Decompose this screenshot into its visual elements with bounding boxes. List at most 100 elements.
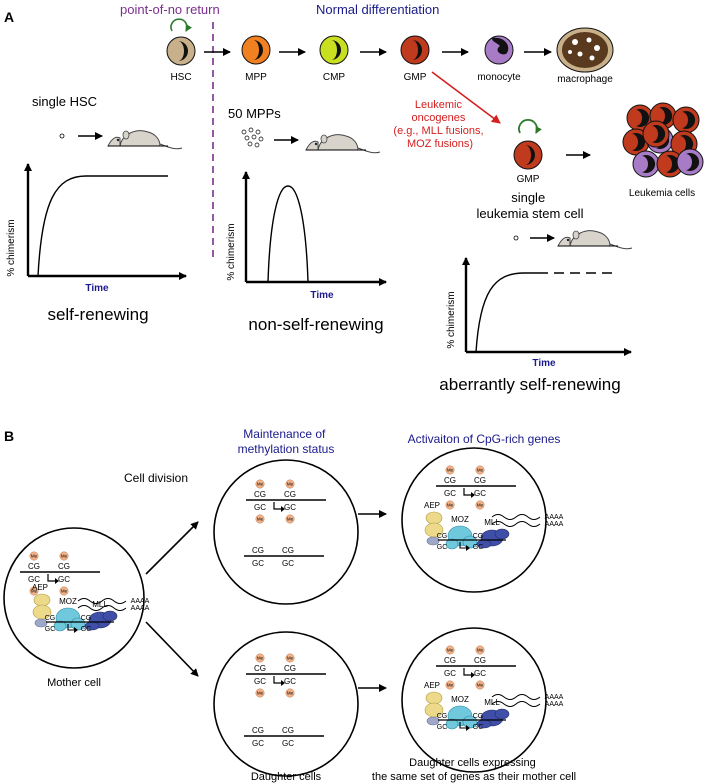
graph-aberrantly-self-renewing: [462, 257, 632, 356]
methyl-label: Me: [477, 468, 484, 473]
polya-label: AAAA: [545, 694, 564, 701]
cg-site: CG: [437, 713, 448, 720]
gc-site: GC: [58, 575, 70, 584]
mother-cell-label: Mother cell: [47, 677, 101, 689]
gc-site: GC: [252, 739, 264, 748]
aep-protein: [33, 593, 51, 607]
polya-label: AAAA: [545, 521, 564, 528]
cg-site: CG: [444, 656, 456, 665]
fifty-mpps-label: 50 MPPs: [228, 106, 281, 121]
methyl-group: Me: [285, 688, 295, 698]
methyl-label: Me: [257, 517, 264, 522]
methyl-label: Me: [477, 683, 484, 688]
cg-site: CG: [437, 533, 448, 540]
methyl-label: Me: [447, 468, 454, 473]
tss-arrow-icon: [463, 668, 472, 676]
methyl-label: Me: [447, 648, 454, 653]
cmp-label: CMP: [323, 72, 346, 83]
gc-site: GC: [254, 503, 266, 512]
gmp-cell: [400, 35, 430, 65]
aep-label: AEP: [424, 681, 440, 690]
methyl-label: Me: [287, 656, 294, 661]
maintenance-label: Maintenance of methylation status: [238, 427, 335, 456]
gc-site: GC: [437, 724, 448, 731]
leukemic-gmp-label: GMP: [517, 174, 540, 185]
tss-arrow-icon: [273, 676, 282, 684]
methyl-label: Me: [287, 482, 294, 487]
tss-arrow-icon: [47, 574, 56, 582]
graph2-caption: non-self-renewing: [248, 315, 383, 334]
gc-site: GC: [437, 544, 448, 551]
methyl-group: Me: [285, 479, 295, 489]
gc-site: GC: [282, 739, 294, 748]
methyl-label: Me: [287, 691, 294, 696]
leukemia-cells-cluster: [622, 102, 704, 178]
daughter-cell-top: [213, 459, 359, 605]
methyl-group: Me: [445, 645, 455, 655]
tss-arrow-icon: [459, 542, 467, 549]
cg-site: CG: [284, 664, 296, 673]
graph1-ylabel: % chimerism: [6, 219, 17, 276]
methyl-group: Me: [29, 551, 39, 561]
daughter-active-cell-bottom: [401, 627, 547, 773]
arrow-division-down: [145, 621, 199, 677]
graph2-ylabel: % chimerism: [226, 223, 237, 280]
cg-site: CG: [474, 656, 486, 665]
methyl-group: Me: [445, 680, 455, 690]
cg-site: CG: [254, 664, 266, 673]
gc-site: GC: [474, 489, 486, 498]
leukemia-cells-label: Leukemia cells: [629, 188, 695, 199]
methyl-label: Me: [31, 554, 38, 559]
mother-cell: [3, 527, 145, 669]
panel-a-label: A: [4, 9, 14, 25]
mll-label: MLL: [484, 698, 500, 707]
point-of-no-return-label: point-of-no return: [120, 2, 220, 17]
aep-protein: [425, 511, 443, 525]
macrophage-cell: [556, 27, 614, 73]
daughter-active-cell-top: [401, 447, 547, 593]
methyl-group: Me: [59, 586, 69, 596]
arrow-division-up: [145, 521, 199, 575]
methyl-group: Me: [445, 500, 455, 510]
cell-division-label: Cell division: [124, 471, 188, 485]
single-hsc-dot: [59, 133, 65, 139]
graph1-caption: self-renewing: [47, 305, 148, 324]
methyl-group: Me: [255, 514, 265, 524]
methyl-group: Me: [255, 653, 265, 663]
gc-site: GC: [444, 489, 456, 498]
methyl-label: Me: [447, 503, 454, 508]
lsc-label: single leukemia stem cell: [477, 190, 584, 221]
cg-site: CG: [252, 726, 264, 735]
gc-site: GC: [474, 669, 486, 678]
panel-b-label: B: [4, 428, 14, 444]
methyl-label: Me: [257, 691, 264, 696]
methyl-group: Me: [475, 680, 485, 690]
hsc-cell: [166, 18, 196, 66]
methyl-label: Me: [61, 589, 68, 594]
gc-site: GC: [28, 575, 40, 584]
monocyte-label: monocyte: [477, 72, 521, 83]
aep-label: AEP: [32, 583, 48, 592]
methyl-label: Me: [477, 503, 484, 508]
mll-label: MLL: [484, 518, 500, 527]
graph-self-renewing: [24, 163, 187, 280]
methyl-label: Me: [61, 554, 68, 559]
gc-site: GC: [254, 677, 266, 686]
cg-site: CG: [282, 726, 294, 735]
graph3-ylabel: % chimerism: [446, 291, 457, 348]
moz-label: MOZ: [451, 695, 469, 704]
daughter-cells-label: Daughter cells: [251, 771, 322, 783]
gmp-label: GMP: [404, 72, 427, 83]
polya-label: AAAA: [131, 605, 150, 612]
graph1-xlabel: Time: [85, 283, 109, 294]
